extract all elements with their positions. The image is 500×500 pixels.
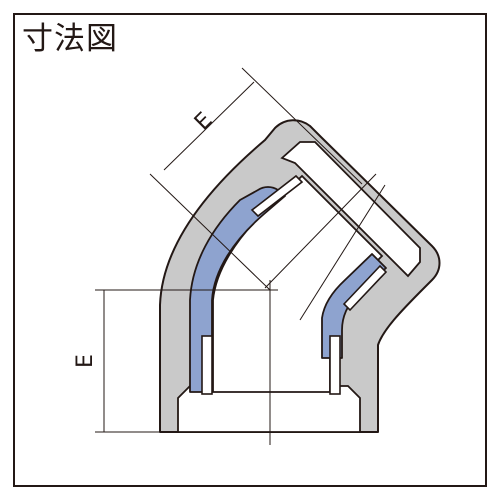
liner-bottom-right-end (329, 335, 341, 395)
bottom-socket-bore (177, 385, 361, 433)
upper-socket-bore (280, 141, 421, 278)
diagonal-dim-label: E (190, 108, 218, 136)
liner-left-wall (189, 186, 286, 393)
diagonal-dim-extension-b (241, 67, 363, 185)
liner-bottom-left-end (201, 335, 213, 395)
diagram-title: 寸法図 (22, 21, 118, 57)
liner-top-lip (250, 174, 304, 218)
diagonal-dim-extension-a (149, 173, 271, 291)
vertical-dim-label: E (73, 354, 98, 368)
diagonal-centerline-2 (264, 173, 377, 289)
liner-top-lip-right (342, 264, 388, 312)
diagonal-dim-line (163, 81, 255, 171)
diagonal-centerline (299, 184, 386, 321)
